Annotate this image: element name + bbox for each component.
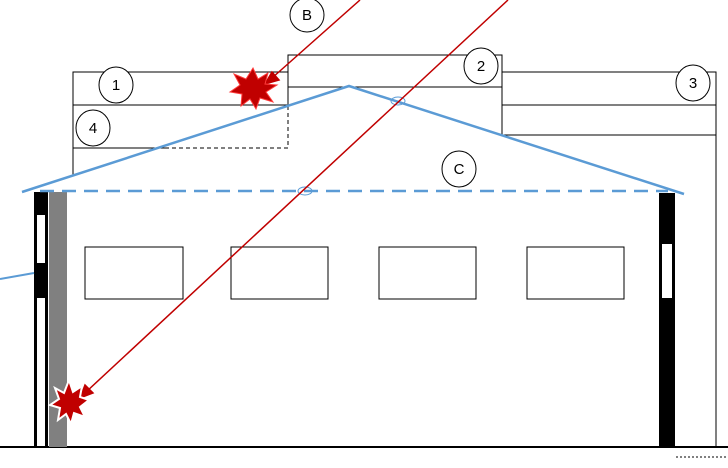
label-3-circle [675, 64, 711, 102]
window-3 [378, 246, 477, 300]
left-post-reflector [37, 215, 45, 263]
roof-pitch [21, 84, 685, 196]
roof-lines [0, 84, 685, 280]
label-3: 3 [675, 64, 711, 102]
block-3 [501, 71, 717, 106]
right-post [659, 193, 675, 447]
left-post-reflector-lower [37, 298, 45, 446]
impact-burst-upper [228, 66, 279, 111]
label-2-circle [463, 47, 499, 85]
label-2-text: 2 [477, 58, 485, 75]
trajectories [78, 0, 509, 400]
label-3-text: 3 [689, 75, 697, 92]
upper-structure [72, 54, 717, 447]
intersection-marker-upper [390, 96, 406, 106]
right-post-reflector [662, 244, 672, 298]
label-4: 4 [75, 109, 111, 147]
explosion-burst-icon [228, 66, 279, 111]
trajectory-b-arrowhead [263, 70, 281, 86]
label-c-text: C [454, 161, 465, 178]
label-c-circle [441, 150, 477, 188]
intersection-marker-lower [297, 186, 313, 196]
label-c: C [441, 150, 477, 188]
label-b-circle [289, 0, 325, 33]
label-1-circle [98, 66, 134, 104]
trajectory-c-arrowhead [78, 383, 95, 400]
label-b: B [289, 0, 325, 33]
left-guy-line [0, 272, 35, 280]
right-post-body [659, 193, 675, 447]
label-1: 1 [98, 66, 134, 104]
label-2: 2 [463, 47, 499, 85]
block-2 [287, 54, 503, 88]
label-4-circle [75, 109, 111, 147]
windows [84, 246, 625, 300]
window-2 [230, 246, 329, 300]
left-column [49, 192, 67, 447]
main-building [0, 190, 728, 458]
explosion-burst-icon [47, 377, 92, 427]
trajectory-c [85, 0, 509, 393]
window-1 [84, 246, 184, 300]
block-4-dashed-edge [165, 105, 289, 149]
label-1-text: 1 [112, 77, 120, 94]
trajectory-b [271, 0, 361, 79]
label-4-text: 4 [89, 120, 97, 137]
left-post [34, 192, 48, 447]
window-4 [526, 246, 625, 300]
label-b-text: B [302, 7, 312, 24]
impact-burst-lower [47, 377, 92, 427]
